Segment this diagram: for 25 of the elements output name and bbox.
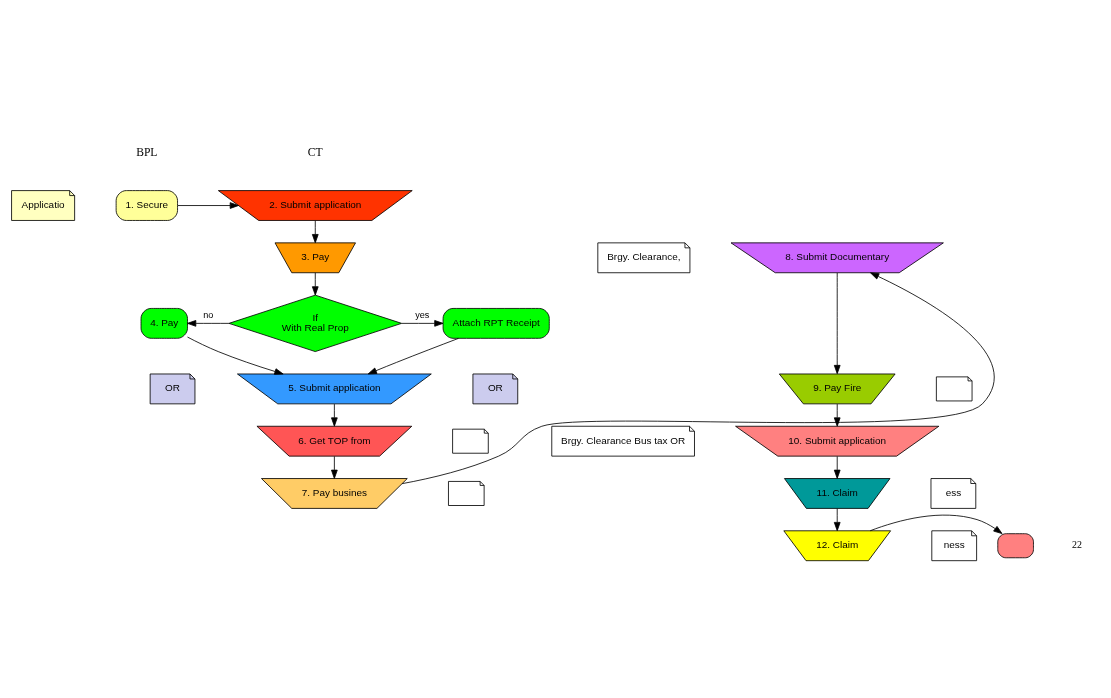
- node-box: 4. Pay: [140, 307, 188, 339]
- arrow: [833, 455, 841, 479]
- label: CT: [307, 145, 323, 159]
- arrow: [311, 271, 319, 295]
- arrow: [401, 271, 995, 484]
- node-box: [997, 532, 1034, 558]
- arrow: [869, 514, 1003, 534]
- arrow: [311, 219, 319, 243]
- arrow: [187, 336, 284, 375]
- node-box: Attach RPT Receipt: [442, 307, 550, 339]
- edge-label: no: [203, 309, 214, 320]
- arrow: [367, 337, 459, 374]
- arrow: [833, 272, 841, 374]
- arrow: [177, 201, 239, 209]
- arrow: [833, 403, 841, 427]
- node-box: 1. Secure: [115, 189, 178, 221]
- node-diamond: If With Real Prop: [228, 294, 402, 352]
- arrow: [401, 319, 444, 327]
- arrow: [833, 507, 841, 531]
- edge-label: yes: [415, 309, 430, 320]
- arrow: [187, 319, 230, 327]
- arrow: [331, 403, 338, 427]
- arrow: [331, 455, 338, 479]
- label: 22: [1072, 538, 1082, 550]
- label: BPL: [136, 145, 158, 159]
